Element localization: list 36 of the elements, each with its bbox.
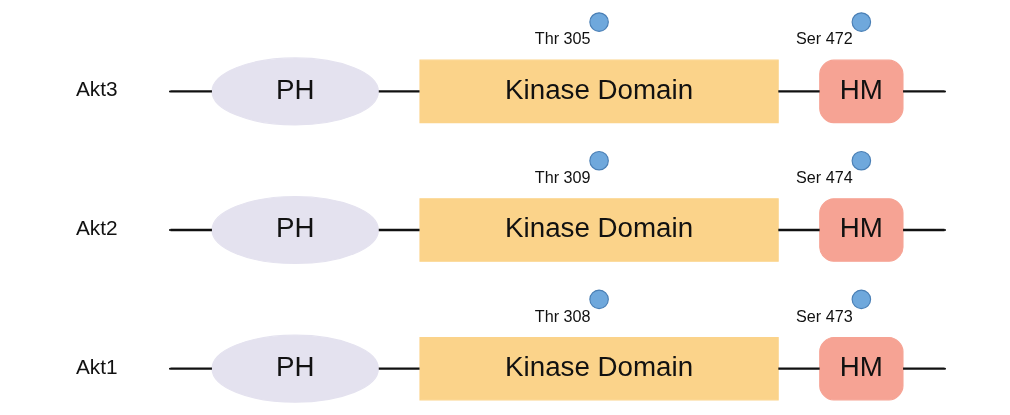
label: Akt3 (75, 77, 118, 101)
label: Akt1 (75, 354, 118, 378)
connector (777, 228, 820, 232)
node-box: Kinase Domain (418, 198, 779, 262)
node-label: Thr 308 (534, 306, 591, 325)
connector (902, 367, 944, 370)
node-box: Kinase Domain (418, 59, 779, 124)
node-circle (851, 289, 871, 310)
connector (170, 367, 212, 370)
label: Akt2 (75, 216, 118, 240)
connector (902, 90, 944, 93)
node-ellipse: PH (210, 57, 379, 126)
node-box: Kinase Domain (418, 336, 779, 401)
node-box: HM (818, 198, 904, 262)
node-label: Ser 474 (795, 167, 853, 186)
connector (378, 228, 419, 232)
node-circle (851, 150, 871, 171)
connector (170, 90, 212, 93)
connector (378, 90, 419, 93)
node-label: Ser 473 (795, 306, 853, 325)
connector (170, 228, 212, 232)
connector (777, 367, 820, 370)
node-label: Thr 309 (534, 167, 591, 186)
node-circle (588, 289, 609, 310)
connector (378, 367, 419, 370)
node-circle (588, 12, 609, 32)
connector (902, 228, 944, 232)
node-ellipse: PH (210, 334, 379, 403)
node-circle (851, 12, 871, 32)
node-circle (588, 150, 609, 171)
node-label: Ser 472 (795, 29, 853, 48)
node-box: HM (818, 336, 904, 401)
node-label: Thr 305 (534, 29, 591, 48)
node-ellipse: PH (210, 195, 379, 265)
connector (777, 90, 820, 93)
node-box: HM (818, 59, 904, 124)
